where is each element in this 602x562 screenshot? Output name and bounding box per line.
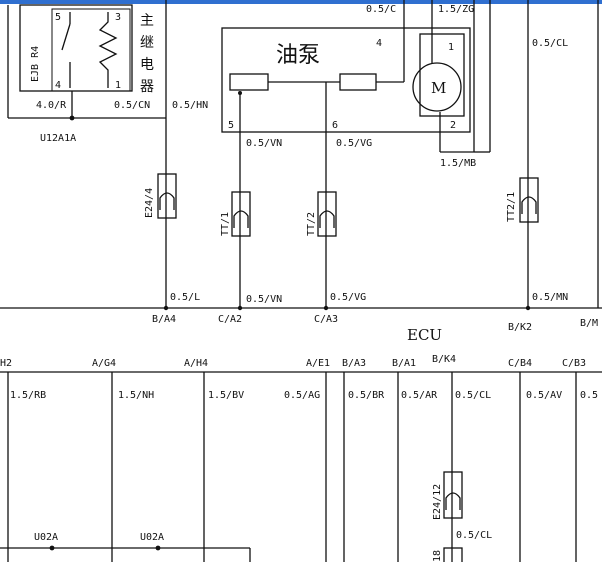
- connector-label-18: 18: [432, 550, 443, 562]
- ground-splices: U02A U02A: [0, 532, 251, 562]
- pump-pin-5: 5: [228, 120, 234, 131]
- pin-b-k2: B/K2: [508, 322, 532, 333]
- relay-pin-1: 1: [115, 80, 121, 91]
- wire-label-rb: 1.5/RB: [10, 390, 46, 401]
- pin-c-b4: C/B4: [508, 358, 532, 369]
- bus-wire-mn: 0.5/MN: [532, 292, 568, 303]
- pin-a-e1: A/E1: [306, 358, 330, 369]
- connector-e24-4: E24/4: [144, 173, 177, 219]
- relay-title-char-4: 器: [140, 79, 154, 95]
- pin-a-g4: A/G4: [92, 358, 116, 369]
- connector-tt-2: TT/2: [306, 191, 337, 237]
- relay-name: EJB R4: [30, 46, 41, 82]
- wire-label-cl-lower: 0.5/CL: [456, 530, 492, 541]
- pump-pin-1: 1: [448, 42, 454, 53]
- wire-label-cl: 0.5/CL: [455, 390, 491, 401]
- pin-c-a3: C/A3: [314, 314, 338, 325]
- connector-label-e24-12: E24/12: [432, 484, 443, 520]
- wire-label-br: 0.5/BR: [348, 390, 385, 401]
- relay-pin-3: 3: [115, 12, 121, 23]
- relay-wire-right: 0.5/CN: [114, 100, 150, 111]
- upper-connectors: E24/4 TT/1 TT/2 TT2/1: [144, 173, 539, 237]
- wire-label-hn: 0.5/HN: [172, 100, 208, 111]
- connector-tt2-1: TT2/1: [506, 177, 539, 223]
- connector-18: 18: [432, 547, 463, 562]
- upper-wires: 0.5/HN 0.5/CL: [165, 0, 599, 308]
- bus-wire-vn: 0.5/VN: [246, 294, 282, 305]
- pin-c-b3: C/B3: [562, 358, 586, 369]
- wire-label-cl-upper: 0.5/CL: [532, 38, 568, 49]
- bus-wire-l: 0.5/L: [170, 292, 200, 303]
- pump-wire-vn: 0.5/VN: [246, 138, 282, 149]
- wire-label-cut: 0.5: [580, 390, 598, 401]
- connector-label-e24-4: E24/4: [144, 188, 155, 218]
- fuel-pump: 油泵 4 1 2 5 6 M 0.5/C 1.5/ZG 0.5/VN 0.5/V…: [221, 0, 491, 308]
- wire-label-nh: 1.5/NH: [118, 390, 154, 401]
- wire-label-ag: 0.5/AG: [284, 390, 320, 401]
- pin-c-a2: C/A2: [218, 314, 242, 325]
- relay-pin-4: 4: [55, 80, 61, 91]
- pin-h2: H2: [0, 358, 12, 369]
- pump-pin-2: 2: [450, 120, 456, 131]
- pump-wire-top-right: 1.5/ZG: [438, 4, 474, 15]
- pin-b-m: B/M: [580, 318, 598, 329]
- ecu-bus: 0.5/L 0.5/VN 0.5/VG 0.5/MN B/A4 C/A2 C/A…: [0, 292, 602, 373]
- lower-connectors: E24/12 18: [432, 471, 463, 562]
- connector-label-tt-2: TT/2: [306, 212, 317, 236]
- bus-wire-vg: 0.5/VG: [330, 292, 366, 303]
- ground-label-u02a-2: U02A: [140, 532, 164, 543]
- pin-a-h4: A/H4: [184, 358, 208, 369]
- ground-label-u02a-1: U02A: [34, 532, 58, 543]
- main-relay: 5 3 4 1 EJB R4 主 继 电 器 4.0/R 0.5/CN U12A…: [7, 4, 166, 144]
- lower-wires: 1.5/RB 1.5/NH 1.5/BV 0.5/AG 0.5/BR 0.5/A…: [7, 372, 598, 562]
- connector-label-tt2-1: TT2/1: [506, 192, 517, 222]
- connector-label-tt-1: TT/1: [220, 212, 231, 236]
- connector-e24-12: E24/12: [432, 471, 463, 520]
- wire-label-av: 0.5/AV: [526, 390, 562, 401]
- relay-title-char-2: 继: [140, 35, 154, 51]
- pump-wire-top-left: 0.5/C: [366, 4, 396, 15]
- relay-title-char-3: 电: [140, 57, 154, 73]
- pin-b-a4: B/A4: [152, 314, 176, 325]
- pump-wire-mb: 1.5/MB: [440, 158, 476, 169]
- pump-title: 油泵: [276, 43, 320, 68]
- top-accent-bar: [0, 0, 602, 4]
- pump-wire-vg: 0.5/VG: [336, 138, 372, 149]
- ecu-label: ECU: [407, 326, 442, 344]
- relay-wire-left: 4.0/R: [36, 100, 67, 111]
- pin-b-a1: B/A1: [392, 358, 416, 369]
- wire-label-bv: 1.5/BV: [208, 390, 244, 401]
- lower-pins: H2 A/G4 A/H4 A/E1 B/A3 B/A1 B/K4 C/B4 C/…: [0, 354, 586, 369]
- connector-tt-1: TT/1: [220, 191, 251, 237]
- pump-motor-label: M: [431, 79, 446, 97]
- wire-label-ar: 0.5/AR: [401, 390, 438, 401]
- relay-title-char-1: 主: [140, 13, 154, 29]
- pump-pin-6: 6: [332, 120, 338, 131]
- pump-pin-4: 4: [376, 38, 382, 49]
- pin-b-a3: B/A3: [342, 358, 366, 369]
- relay-ground-label: U12A1A: [40, 133, 76, 144]
- pin-b-k4: B/K4: [432, 354, 456, 365]
- relay-pin-5: 5: [55, 12, 61, 23]
